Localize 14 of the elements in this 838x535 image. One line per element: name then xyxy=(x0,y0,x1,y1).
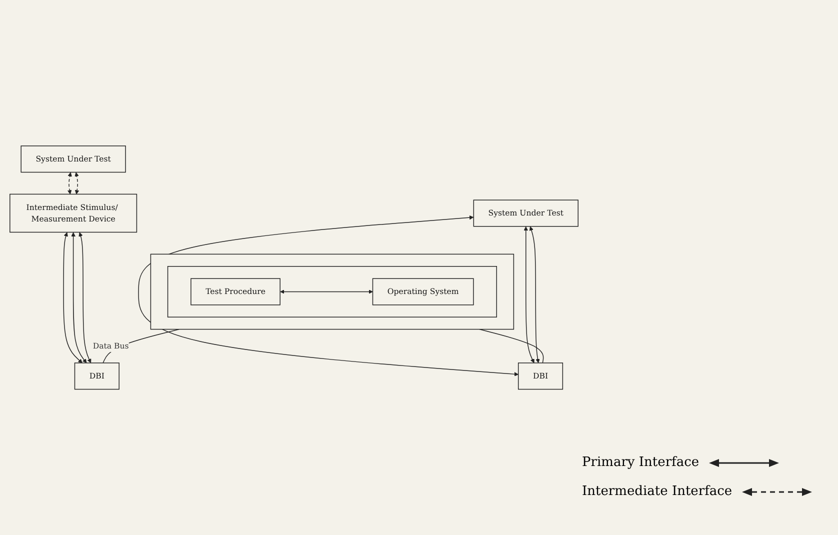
cluster xyxy=(167,266,497,318)
arrow xyxy=(63,232,82,364)
arrow xyxy=(529,226,540,364)
connector xyxy=(479,328,544,364)
arrow xyxy=(67,172,72,194)
arrow xyxy=(524,226,534,364)
arrow xyxy=(138,215,519,376)
arrow xyxy=(74,172,80,194)
arrow xyxy=(280,290,373,294)
arrow xyxy=(78,232,92,364)
cluster xyxy=(150,254,514,330)
legend-label: Primary Interface xyxy=(582,455,700,470)
legend-label: Intermediate Interface xyxy=(582,484,732,499)
arrow xyxy=(71,232,87,364)
